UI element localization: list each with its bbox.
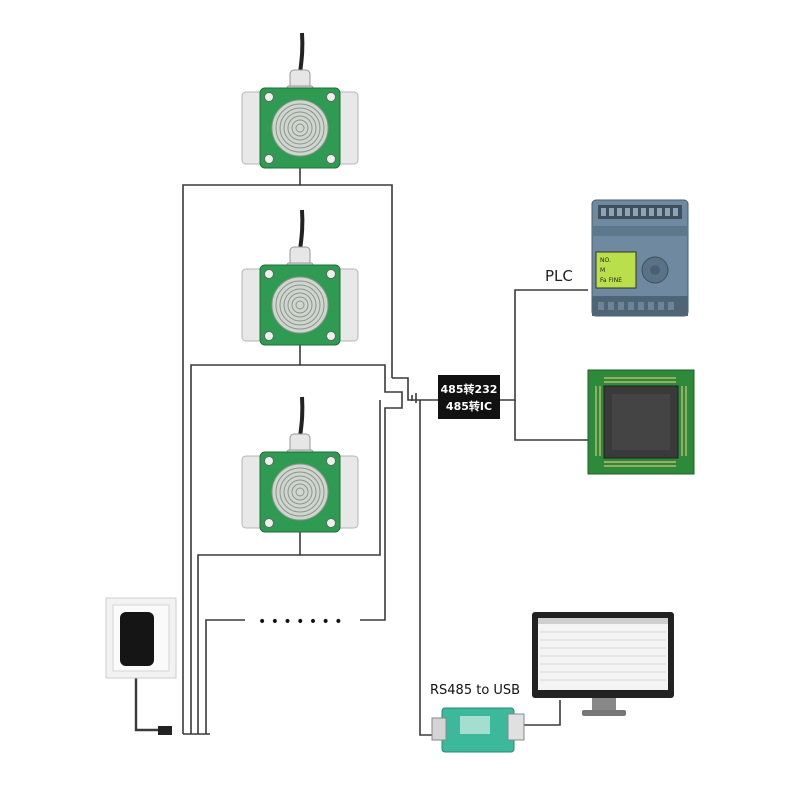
plc-screen-line3: Fa FINE [600,277,622,284]
bus-wire-left-2 [190,345,301,734]
bus-wire-left-4 [205,619,245,734]
plc-wire [500,289,588,401]
power-adapter-icon [105,597,177,735]
water-leak-sensor-icon [240,208,360,347]
bus-wire-right-3 [300,400,381,556]
microcontroller-chip-icon [587,369,695,475]
wiring [134,168,588,736]
bus-wire-right-1 [300,184,393,378]
plc-screen-line2: M [600,267,605,274]
plc-controller-icon: NO. M Fa FINE [591,199,689,317]
chip-wire [514,400,588,441]
protocol-converter: 485转232 485转IC [438,375,500,419]
converter-input-wire [392,377,440,401]
bus-wire-right-2 [300,364,403,621]
bus-wire-left-3 [197,530,301,734]
rs485-usb-module-icon [431,707,525,753]
monitor-wire [515,700,561,726]
water-leak-sensor-icon [240,395,360,534]
more-sensors-ellipsis: • • • • • • • [258,614,343,630]
rs485-usb-label: RS485 to USB [430,683,520,698]
bus-wire-left-1 [182,168,301,734]
plc-screen-line1: NO. [600,257,611,264]
plc-label: PLC [545,267,573,285]
computer-monitor-icon [532,612,674,716]
converter-label-line2: 485转IC [446,399,492,413]
power-cable [134,668,165,732]
converter-label-line1: 485转232 [441,382,498,396]
water-leak-sensor-icon [240,31,360,170]
